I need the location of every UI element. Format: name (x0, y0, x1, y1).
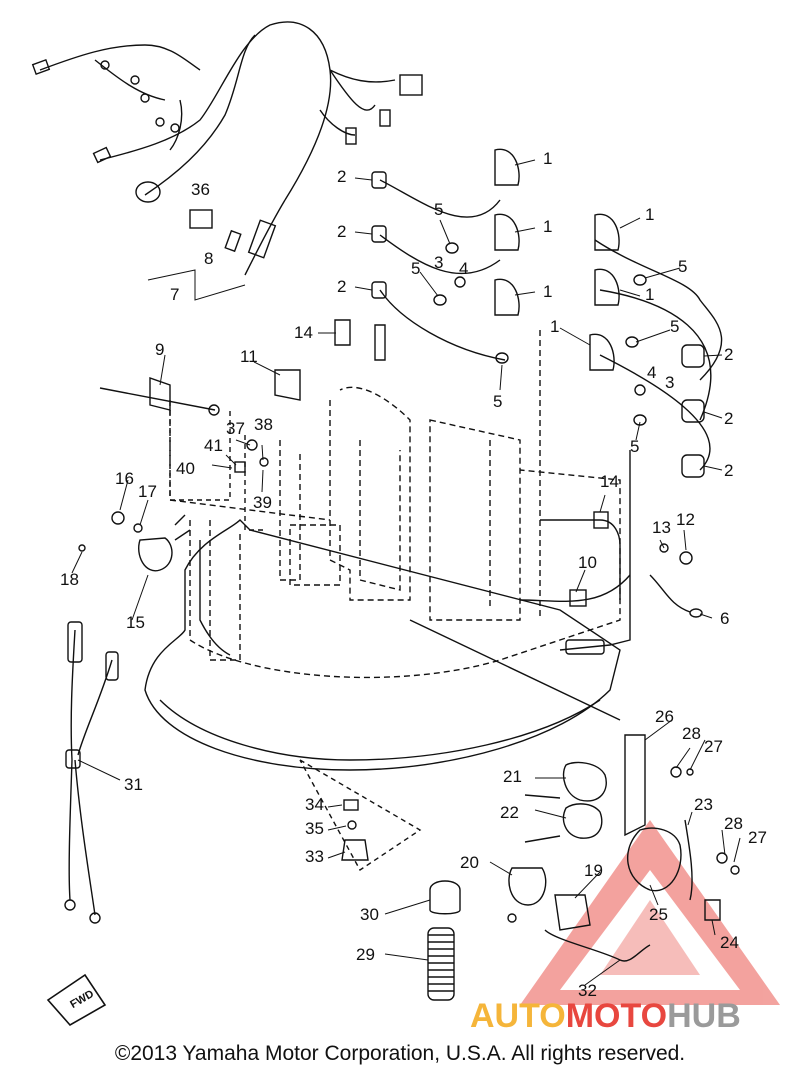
watermark-part-1: AUTO (470, 997, 566, 1035)
lower-cowling (144, 519, 621, 771)
callout-c41: 41 (204, 436, 223, 455)
callout-c35: 35 (305, 819, 324, 838)
callout-c13: 13 (652, 518, 671, 537)
callout-c15: 15 (126, 613, 145, 632)
callout-c1b: 1 (543, 217, 552, 236)
callout-c39: 39 (253, 493, 272, 512)
callout-c1a: 1 (543, 149, 552, 168)
callout-c36: 36 (191, 180, 210, 199)
watermark-text: AUTOMOTOHUB (470, 997, 741, 1035)
callout-c2c: 2 (337, 277, 346, 296)
callout-c29: 29 (356, 945, 375, 964)
callout-c31: 31 (124, 775, 143, 794)
callout-c25: 25 (649, 905, 668, 924)
callout-c5c: 5 (678, 257, 687, 276)
leader-lines (71, 159, 741, 986)
callout-c19: 19 (584, 861, 603, 880)
callout-c7: 7 (170, 285, 179, 304)
callout-c5e: 5 (493, 392, 502, 411)
callout-c21: 21 (503, 767, 522, 786)
callout-c28b: 28 (724, 814, 743, 833)
callout-c40: 40 (176, 459, 195, 478)
callout-c14b: 14 (600, 472, 619, 491)
watermark-part-3: HUB (667, 997, 741, 1035)
copyright-notice: ©2013 Yamaha Motor Corporation, U.S.A. A… (114, 1042, 686, 1065)
callout-c4b: 4 (647, 363, 656, 382)
small-parts-left (78, 439, 269, 572)
engine-block (169, 330, 621, 679)
callout-c34: 34 (305, 795, 324, 814)
callout-c2b: 2 (337, 222, 346, 241)
callout-c5a: 5 (434, 200, 443, 219)
ignition-coils (371, 148, 723, 478)
callout-c16: 16 (115, 469, 134, 488)
callout-c1d: 1 (645, 205, 654, 224)
callout-c33: 33 (305, 847, 324, 866)
callout-c17: 17 (138, 482, 157, 501)
callout-c2e: 2 (724, 409, 733, 428)
callout-c14a: 14 (294, 323, 313, 342)
callout-c27a: 27 (704, 737, 723, 756)
callout-c9: 9 (155, 340, 164, 359)
callout-c32: 32 (578, 981, 597, 1000)
callout-c8: 8 (204, 249, 213, 268)
callout-c6: 6 (720, 609, 729, 628)
watermark-part-2: MOTO (566, 997, 667, 1035)
callout-c5f: 5 (630, 437, 639, 456)
callout-c30: 30 (360, 905, 379, 924)
callout-c3b: 3 (665, 373, 674, 392)
callout-c12: 12 (676, 510, 695, 529)
callout-c2f: 2 (724, 461, 733, 480)
callout-c20: 20 (460, 853, 479, 872)
callout-c28a: 28 (682, 724, 701, 743)
fwd-label: FWD (68, 988, 96, 1011)
forward-arrow-icon (46, 973, 107, 1027)
callout-c4a: 4 (459, 259, 468, 278)
callout-c5b: 5 (411, 259, 420, 278)
callout-c2d: 2 (724, 345, 733, 364)
callout-c38: 38 (254, 415, 273, 434)
watermark-logo (520, 820, 780, 1005)
callout-c22: 22 (500, 803, 519, 822)
callout-c27b: 27 (748, 828, 767, 847)
callout-c5d: 5 (670, 317, 679, 336)
relay-group (507, 734, 740, 962)
callout-c37: 37 (226, 419, 245, 438)
sensor-harness (519, 450, 703, 655)
callout-c24: 24 (720, 933, 739, 952)
svg-text:AUTOMOTOHUB: AUTOMOTOHUB (470, 997, 741, 1035)
callout-c11: 11 (240, 347, 258, 366)
callout-c18: 18 (60, 570, 79, 589)
battery-cable (64, 621, 119, 924)
callout-c3a: 3 (434, 253, 443, 272)
holder-parts (299, 759, 461, 1001)
callout-c1e: 1 (645, 285, 654, 304)
callout-c1f: 1 (550, 317, 559, 336)
callout-c2a: 2 (337, 167, 346, 186)
callout-c1c: 1 (543, 282, 552, 301)
wiring-harness (31, 21, 423, 276)
callout-c23: 23 (694, 795, 713, 814)
callout-c26: 26 (655, 707, 674, 726)
callout-c10: 10 (578, 553, 597, 572)
